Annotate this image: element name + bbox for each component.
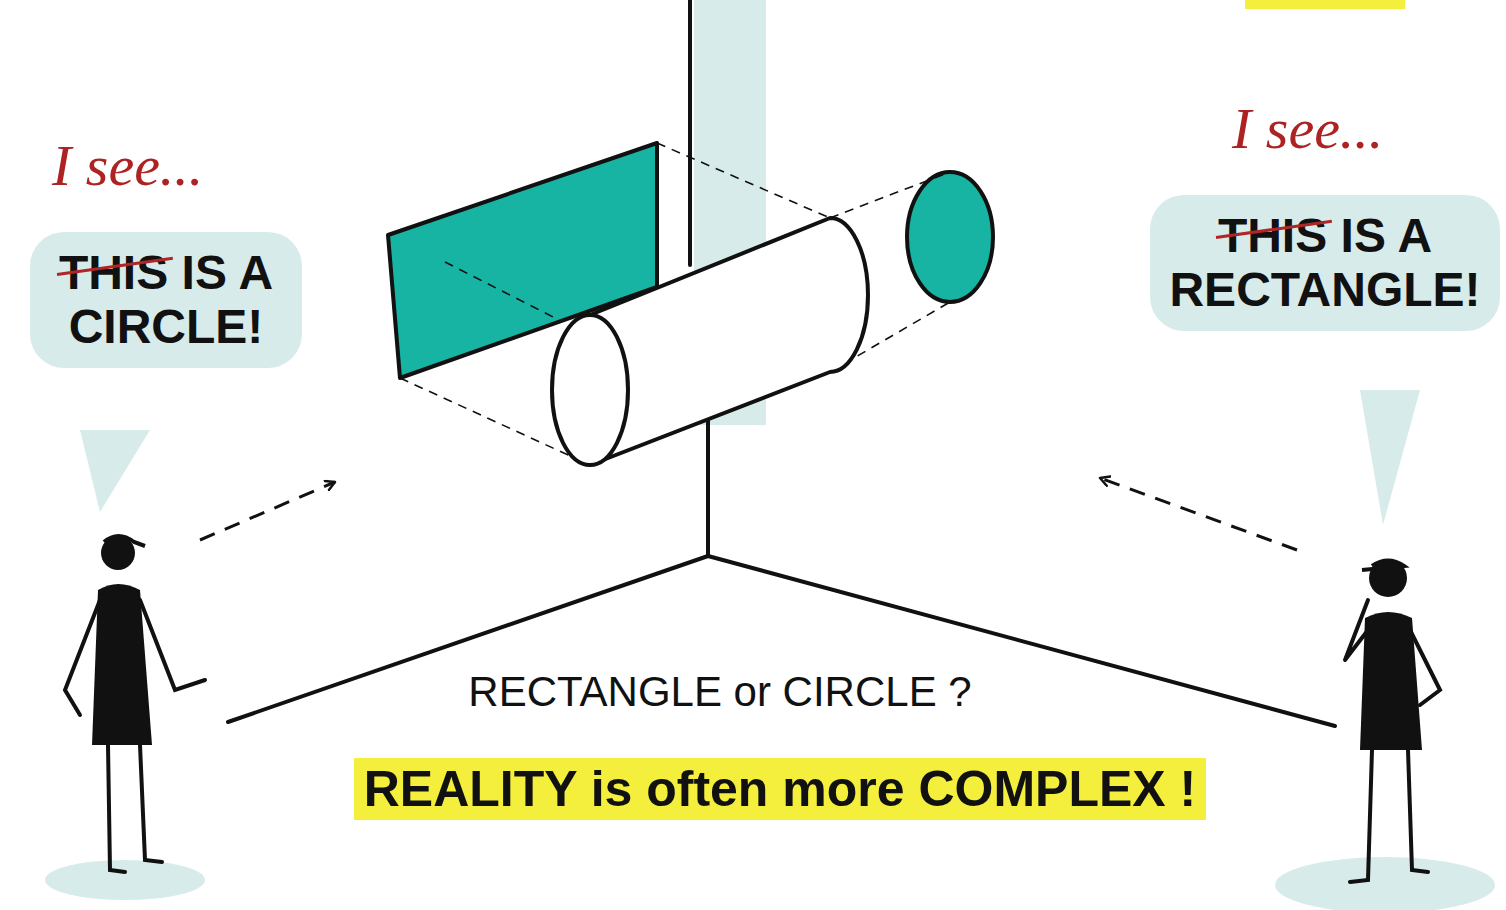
highlighted-caption: REALITY is often more COMPLEX !: [354, 758, 1207, 820]
speech-text: THIS IS A CIRCLE!: [46, 246, 286, 354]
room-corner: [228, 0, 1335, 726]
speech-heading: I see...: [1232, 95, 1383, 162]
projection-line: [400, 143, 950, 465]
bubble-tail: [80, 430, 150, 512]
floor-shadow: [45, 860, 205, 900]
view-arrow: [200, 482, 335, 540]
speech-bubble: I see...THIS IS A RECTANGLE!: [1150, 195, 1500, 331]
speech-bubble: I see...THIS IS A CIRCLE!: [30, 232, 302, 368]
floor-shadow: [1275, 857, 1495, 910]
bubble-tail: [1360, 390, 1420, 525]
cylinder: [552, 218, 868, 465]
view-arrow: [1100, 478, 1297, 550]
speech-heading: I see...: [52, 132, 203, 199]
question-label: RECTANGLE or CIRCLE ?: [468, 668, 971, 716]
highlight: [1245, 0, 1405, 9]
person: [1345, 559, 1440, 882]
circle-projection: [907, 172, 993, 302]
speech-text: THIS IS A RECTANGLE!: [1166, 209, 1484, 317]
person: [65, 536, 205, 872]
